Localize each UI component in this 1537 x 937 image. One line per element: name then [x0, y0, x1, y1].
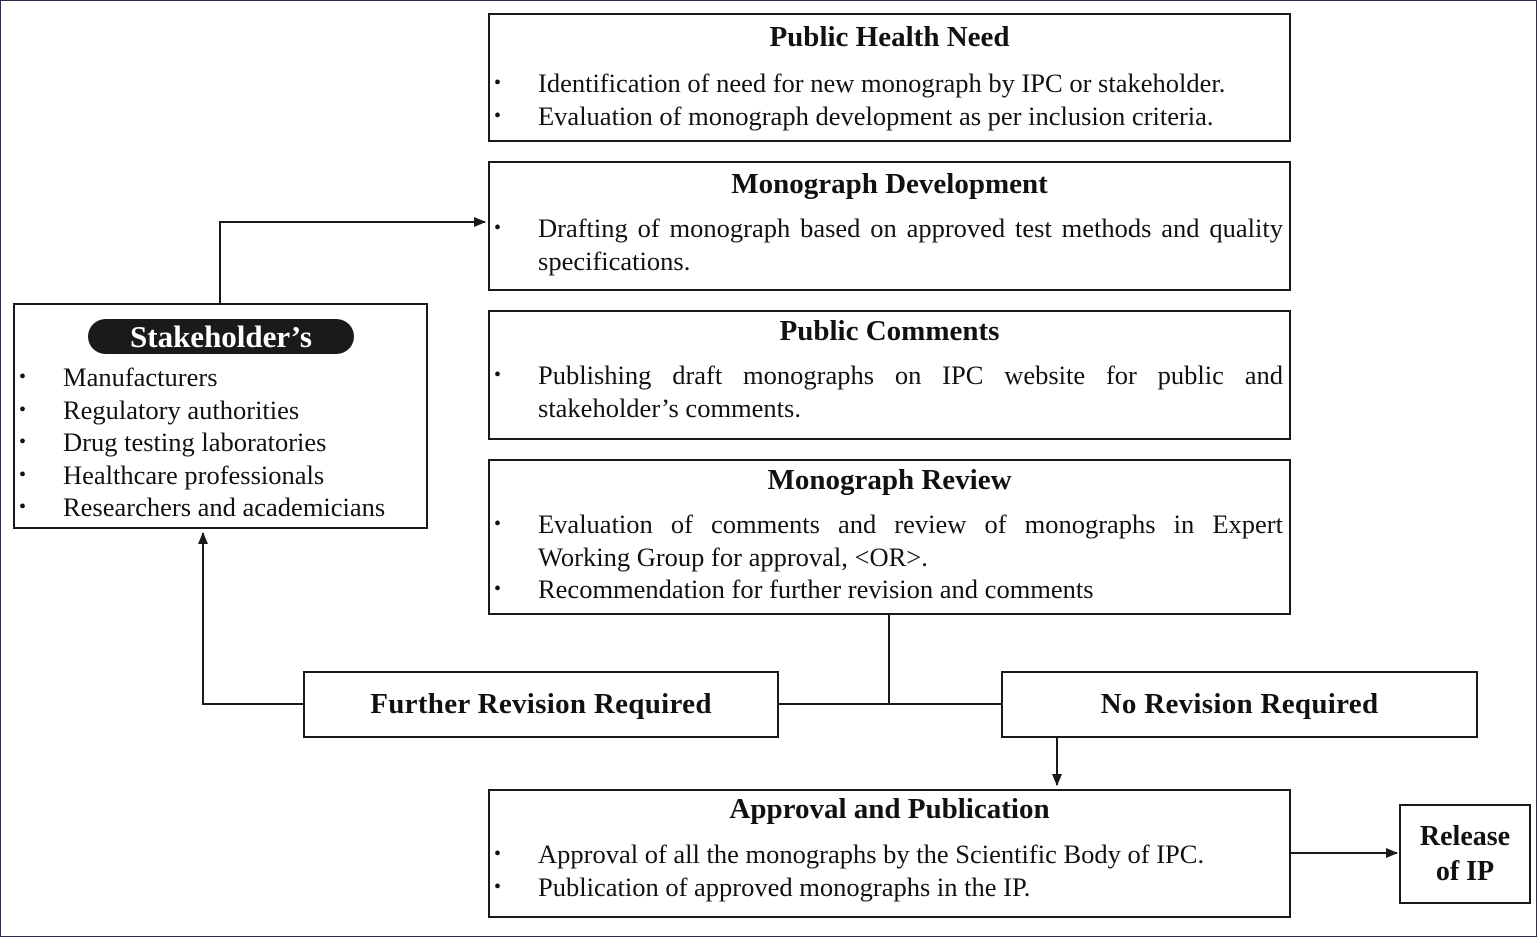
- public-comments-list: Publishing draft monographs on IPC websi…: [490, 359, 1283, 424]
- stakeholders-title: Stakeholder’s: [88, 319, 354, 354]
- monograph-development-title: Monograph Development: [731, 168, 1048, 200]
- approval-publication-title: Approval and Publication: [729, 793, 1050, 825]
- release-line2: of IP: [1435, 856, 1495, 887]
- public-health-need-title: Public Health Need: [769, 21, 1010, 53]
- release-of-ip-box: Release of IP: [1399, 804, 1531, 904]
- list-item: Evaluation of comments and review of mon…: [490, 508, 1283, 573]
- list-item: Regulatory authorities: [15, 394, 420, 427]
- release-line1: Release: [1419, 821, 1511, 852]
- list-item: Publishing draft monographs on IPC websi…: [490, 359, 1283, 424]
- list-item: Identification of need for new monograph…: [490, 67, 1283, 100]
- list-item: Publication of approved monographs in th…: [490, 871, 1283, 904]
- public-health-need-box: Public Health Need Identification of nee…: [488, 13, 1291, 142]
- monograph-review-box: Monograph Review Evaluation of comments …: [488, 459, 1291, 615]
- public-comments-title: Public Comments: [779, 315, 1000, 347]
- approval-publication-list: Approval of all the monographs by the Sc…: [490, 838, 1283, 903]
- monograph-review-title: Monograph Review: [767, 464, 1012, 496]
- monograph-development-box: Monograph Development Drafting of monogr…: [488, 161, 1291, 291]
- arrow-revision-to-stakeholders: [198, 532, 303, 705]
- list-item: Recommendation for further revision and …: [490, 573, 1283, 606]
- further-revision-box: Further Revision Required: [303, 671, 779, 738]
- stakeholders-list: Manufacturers Regulatory authorities Dru…: [15, 361, 420, 524]
- public-comments-box: Public Comments Publishing draft monogra…: [488, 310, 1291, 440]
- stakeholders-box: Stakeholder’s Manufacturers Regulatory a…: [13, 303, 428, 529]
- monograph-review-list: Evaluation of comments and review of mon…: [490, 508, 1283, 606]
- approval-publication-box: Approval and Publication Approval of all…: [488, 789, 1291, 918]
- arrow-stakeholders-to-development: [219, 217, 486, 303]
- public-health-need-list: Identification of need for new monograph…: [490, 67, 1283, 132]
- list-item: Manufacturers: [15, 361, 420, 394]
- monograph-development-list: Drafting of monograph based on approved …: [490, 212, 1283, 277]
- list-item: Drafting of monograph based on approved …: [490, 212, 1283, 277]
- list-item: Researchers and academicians: [15, 491, 420, 524]
- list-item: Evaluation of monograph development as p…: [490, 100, 1283, 133]
- list-item: Approval of all the monographs by the Sc…: [490, 838, 1283, 871]
- no-revision-box: No Revision Required: [1001, 671, 1478, 738]
- list-item: Healthcare professionals: [15, 459, 420, 492]
- list-item: Drug testing laboratories: [15, 426, 420, 459]
